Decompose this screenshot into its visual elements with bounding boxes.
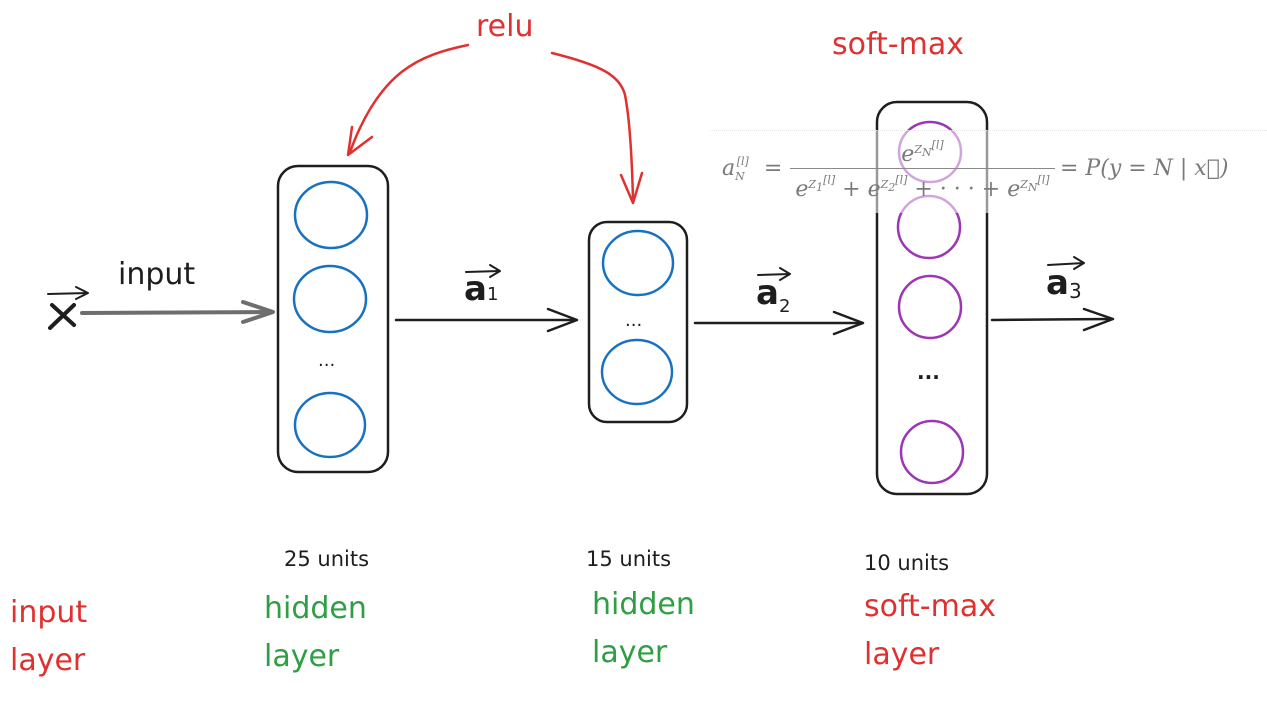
a1-label: a1 [464,272,498,306]
a3-vector-arrow-icon [1047,256,1085,270]
input-layer-name-line1: input [10,595,88,630]
formula-fraction: eZN[l] eZ1[l] + eZ2[l] + · · · + eZN[l] [790,138,1055,202]
input-arrow-label: input [118,257,196,292]
hidden-layer-1-name-line2: layer [264,639,340,674]
softmax-layer-node [897,274,963,340]
x-glyph [48,303,76,330]
formula-rhs: = P(y = N | x⃗) [1060,156,1229,181]
formula-fraction-bar [790,168,1055,169]
a3-arrow [990,317,1114,322]
x-vector-arrow-icon [47,286,89,300]
softmax-annotation: soft-max [832,27,964,62]
hidden-layer-2-units: 15 units [586,547,672,571]
formula-band [710,130,1267,213]
input-arrow-head [241,300,275,324]
formula-lhs: aN[l] = [722,154,783,184]
a1-subscript: 1 [486,284,499,305]
a2-vector-arrow-icon [757,267,791,281]
relu-arrow-right [550,51,635,202]
hidden-layer-1-node [293,391,367,459]
relu-label: relu [476,9,534,44]
softmax-layer-name-line1: soft-max [864,589,996,624]
a3-subscript: 3 [1068,279,1082,303]
softmax-layer-ellipsis: ... [917,360,940,384]
hidden-layer-1-box [276,164,390,474]
a2-symbol: a [756,273,779,313]
a1-vector-arrow-icon [465,264,501,278]
a1-arrow-head [546,307,579,333]
hidden-layer-2-node [600,338,674,406]
softmax-layer-units: 10 units [864,551,950,575]
formula-numerator: eZN[l] [901,138,944,167]
a2-subscript: 2 [778,296,791,317]
hidden-layer-1-name-line1: hidden [264,591,367,626]
hidden-layer-1-node [293,180,369,250]
hidden-layer-2-name-line2: layer [592,635,668,670]
hidden-layer-2-name-line1: hidden [592,587,695,622]
hidden-layer-2-box [587,220,689,424]
hidden-layer-2-ellipsis: ... [625,310,643,331]
hidden-layer-1-units: 25 units [284,547,370,571]
a1-symbol: a [464,269,487,309]
a3-label: a3 [1046,263,1082,303]
softmax-layer-box [875,100,989,496]
a2-arrow-head [832,310,865,336]
input-arrow [80,310,274,315]
relu-arrow-left [348,43,470,154]
a3-arrow-head [1082,307,1115,332]
input-layer-name-line2: layer [10,643,86,678]
hidden-layer-2-node [601,229,675,297]
formula-denominator: eZ1[l] + eZ2[l] + · · · + eZN[l] [795,173,1050,202]
a2-label: a2 [756,273,790,316]
relu-arrow-right-head [619,171,644,205]
hidden-layer-1-node [292,264,368,334]
softmax-layer-name-line2: layer [864,637,940,672]
softmax-layer-node [899,419,965,485]
hidden-layer-1-ellipsis: ... [318,350,336,371]
relu-arrow-left-head [346,125,374,157]
a3-symbol: a [1046,263,1069,303]
